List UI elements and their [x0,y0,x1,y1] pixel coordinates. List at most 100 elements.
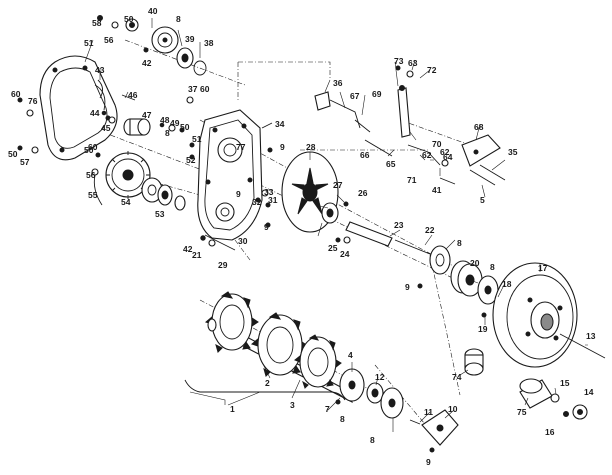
callout-46: 46 [128,90,138,100]
callout-8-right-b: 8 [490,262,495,272]
callout-8-top: 8 [176,14,181,24]
nut-9b [265,222,271,228]
callout-22: 22 [425,225,435,235]
callout-50-d: 50 [124,14,134,24]
callout-25: 25 [328,243,338,253]
callout-8-lower-b: 8 [370,435,375,445]
callout-58: 58 [92,18,102,28]
callout-64: 64 [443,152,453,162]
callout-19: 19 [478,324,488,334]
callout-36: 36 [333,78,343,88]
callout-27: 27 [333,180,343,190]
nut-31 [265,202,271,208]
sprocket-small [105,151,151,199]
callout-30: 30 [238,236,248,246]
nut-51 [189,142,195,148]
bolt-35 [479,164,506,181]
callout-9-c: 9 [405,282,410,292]
callout-3: 3 [290,400,295,410]
callout-50-a: 50 [180,122,190,132]
callout-68: 68 [474,122,484,132]
pin-19 [481,312,487,318]
pin-44 [101,110,107,116]
callout-51-a: 51 [84,38,94,48]
callout-45: 45 [101,123,111,133]
callout-7: 7 [325,404,330,414]
sprocket-8-top [151,26,179,54]
washer-49 [168,124,176,132]
washer-21 [208,239,216,247]
nut-60b [95,152,101,158]
callout-9-d: 9 [426,457,431,467]
bolt-50a [17,145,23,151]
washer-33 [261,189,269,197]
callout-28: 28 [306,142,316,152]
callout-71: 71 [407,175,417,185]
bolt-13 [559,333,606,359]
callout-74: 74 [452,372,462,382]
washer-14 [572,404,588,420]
nut-9a [267,147,273,153]
bearing-12 [366,382,384,404]
snap-ring-38 [193,60,207,76]
driven-pulley [492,262,578,368]
callout-57: 57 [20,157,30,167]
drive-chain [93,174,103,206]
callout-8-right-a: 8 [457,238,462,248]
nut-50b [179,127,185,133]
callout-65: 65 [386,159,396,169]
callout-26: 26 [358,188,368,198]
callout-37: 37 [188,84,198,94]
nut-52 [189,154,195,160]
drive-sprocket-c [294,334,342,389]
callout-4: 4 [348,350,353,360]
washer-63 [406,70,414,78]
spacer-hub [141,177,163,203]
callout-29: 29 [218,260,228,270]
shift-linkage [314,85,456,185]
drive-sprocket-b [250,312,309,377]
callout-21: 21 [192,250,202,260]
callout-38: 38 [204,38,214,48]
washer-45 [108,116,116,124]
tensioner-bracket-10 [421,409,459,446]
callout-52: 52 [186,155,196,165]
callout-76: 76 [28,96,38,106]
callout-60-b: 60 [88,142,98,152]
nut-58 [97,15,103,21]
callout-32: 32 [252,197,262,207]
callout-11: 11 [424,407,433,417]
nut-42a [200,235,206,241]
callout-24: 24 [340,249,350,259]
callout-17: 17 [538,263,548,273]
nut-9d [429,447,435,453]
callout-9-b: 9 [264,222,269,232]
gear-housing [197,109,263,241]
shaft-23 [345,221,393,247]
callout-62-b: 62 [440,147,450,157]
washer-15 [550,393,560,403]
callout-23: 23 [394,220,404,230]
screw-11 [409,419,421,425]
callout-44: 44 [90,108,100,118]
callout-9-a: 9 [280,142,285,152]
callout-16: 16 [545,427,555,437]
key-26 [343,201,349,207]
nut-9e [335,399,341,405]
leader-lines [84,18,588,432]
callout-13: 13 [586,331,596,341]
sprocket-8-right [429,245,451,275]
nut-16 [563,411,569,417]
spring-43 [97,79,103,99]
washer-8-right [477,275,499,305]
callout-56-a: 56 [104,35,114,45]
callout-67: 67 [350,91,360,101]
callout-50-c: 50 [84,145,94,155]
callout-77: 77 [236,142,246,152]
callout-33: 33 [264,187,274,197]
callout-31: 31 [268,195,278,205]
mounting-bracket-68 [461,134,501,167]
callout-15: 15 [560,378,570,388]
callout-43: 43 [95,65,105,75]
